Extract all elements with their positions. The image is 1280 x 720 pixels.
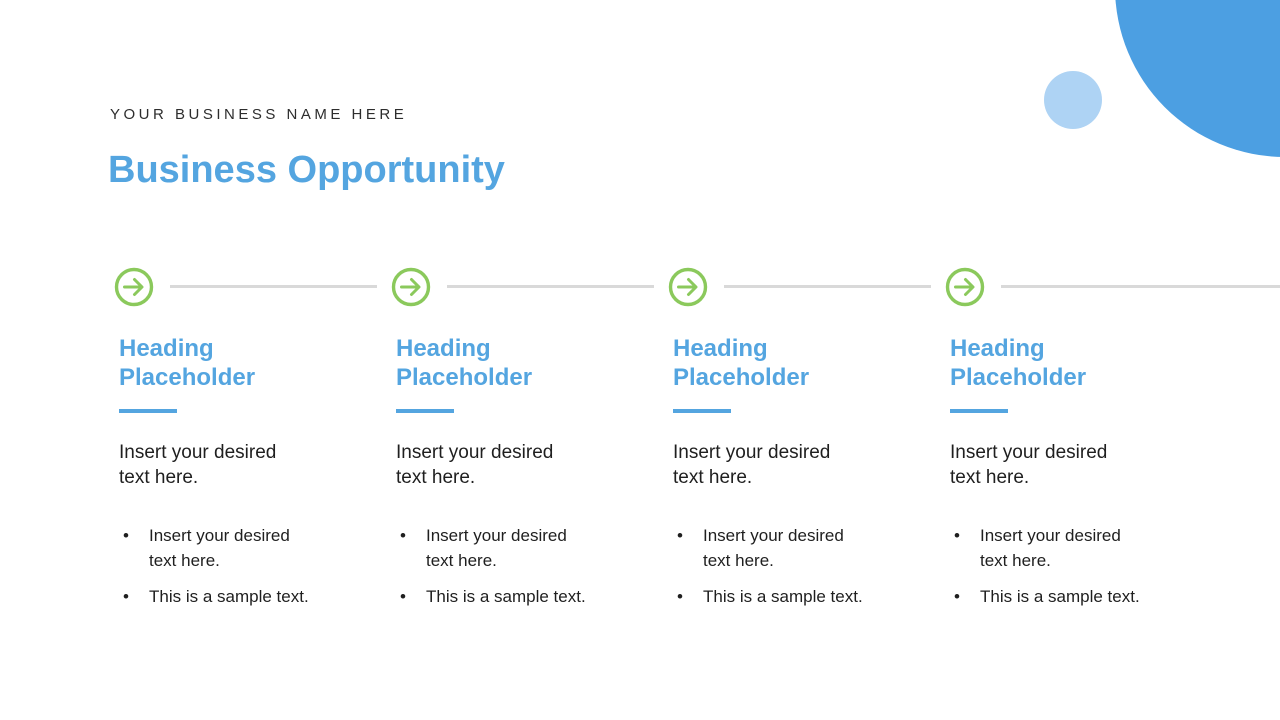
column-bullet-list: • Insert your desired text here. • This … — [119, 523, 349, 620]
step-column: Heading Placeholder Insert your desired … — [390, 266, 662, 646]
heading-underline — [673, 409, 731, 413]
step-column: Heading Placeholder Insert your desired … — [667, 266, 939, 646]
bullet-marker: • — [123, 587, 129, 606]
column-paragraph: Insert your desired text here. — [119, 442, 277, 488]
decorative-circle-large — [1115, 0, 1280, 157]
bullet-text: This is a sample text. — [703, 587, 863, 606]
heading-underline — [950, 409, 1008, 413]
bullet-item: • Insert your desired text here. — [950, 523, 1180, 573]
bullet-item: • Insert your desired text here. — [396, 523, 626, 573]
column-heading: Heading Placeholder — [119, 335, 256, 391]
bullet-text: Insert your desired text here. — [149, 526, 290, 570]
arrow-right-circle-icon — [944, 266, 986, 308]
bullet-text: Insert your desired text here. — [426, 526, 567, 570]
bullet-marker: • — [954, 526, 960, 545]
bullet-text: This is a sample text. — [149, 587, 309, 606]
column-bullet-list: • Insert your desired text here. • This … — [950, 523, 1180, 620]
connector-line — [170, 285, 377, 288]
bullet-marker: • — [677, 587, 683, 606]
business-name-label: YOUR BUSINESS NAME HERE — [110, 106, 408, 123]
bullet-marker: • — [954, 587, 960, 606]
heading-underline — [396, 409, 454, 413]
bullet-text: This is a sample text. — [426, 587, 586, 606]
decorative-circle-small — [1044, 71, 1102, 129]
bullet-item: • This is a sample text. — [119, 584, 349, 609]
column-heading: Heading Placeholder — [396, 335, 533, 391]
bullet-item: • Insert your desired text here. — [673, 523, 903, 573]
connector-line — [1001, 285, 1280, 288]
column-paragraph: Insert your desired text here. — [396, 442, 554, 488]
bullet-marker: • — [123, 526, 129, 545]
arrow-right-circle-icon — [390, 266, 432, 308]
bullet-item: • This is a sample text. — [950, 584, 1180, 609]
column-paragraph: Insert your desired text here. — [673, 442, 831, 488]
bullet-text: Insert your desired text here. — [980, 526, 1121, 570]
heading-underline — [119, 409, 177, 413]
step-column: Heading Placeholder Insert your desired … — [113, 266, 385, 646]
connector-line — [447, 285, 654, 288]
column-paragraph: Insert your desired text here. — [950, 442, 1108, 488]
column-heading: Heading Placeholder — [673, 335, 810, 391]
bullet-marker: • — [400, 526, 406, 545]
connector-line — [724, 285, 931, 288]
bullet-text: This is a sample text. — [980, 587, 1140, 606]
arrow-right-circle-icon — [667, 266, 709, 308]
arrow-right-circle-icon — [113, 266, 155, 308]
column-bullet-list: • Insert your desired text here. • This … — [673, 523, 903, 620]
bullet-item: • This is a sample text. — [396, 584, 626, 609]
bullet-marker: • — [677, 526, 683, 545]
slide-title: Business Opportunity — [108, 149, 505, 191]
step-column: Heading Placeholder Insert your desired … — [944, 266, 1216, 646]
column-bullet-list: • Insert your desired text here. • This … — [396, 523, 626, 620]
column-heading: Heading Placeholder — [950, 335, 1087, 391]
bullet-item: • Insert your desired text here. — [119, 523, 349, 573]
bullet-item: • This is a sample text. — [673, 584, 903, 609]
bullet-marker: • — [400, 587, 406, 606]
bullet-text: Insert your desired text here. — [703, 526, 844, 570]
